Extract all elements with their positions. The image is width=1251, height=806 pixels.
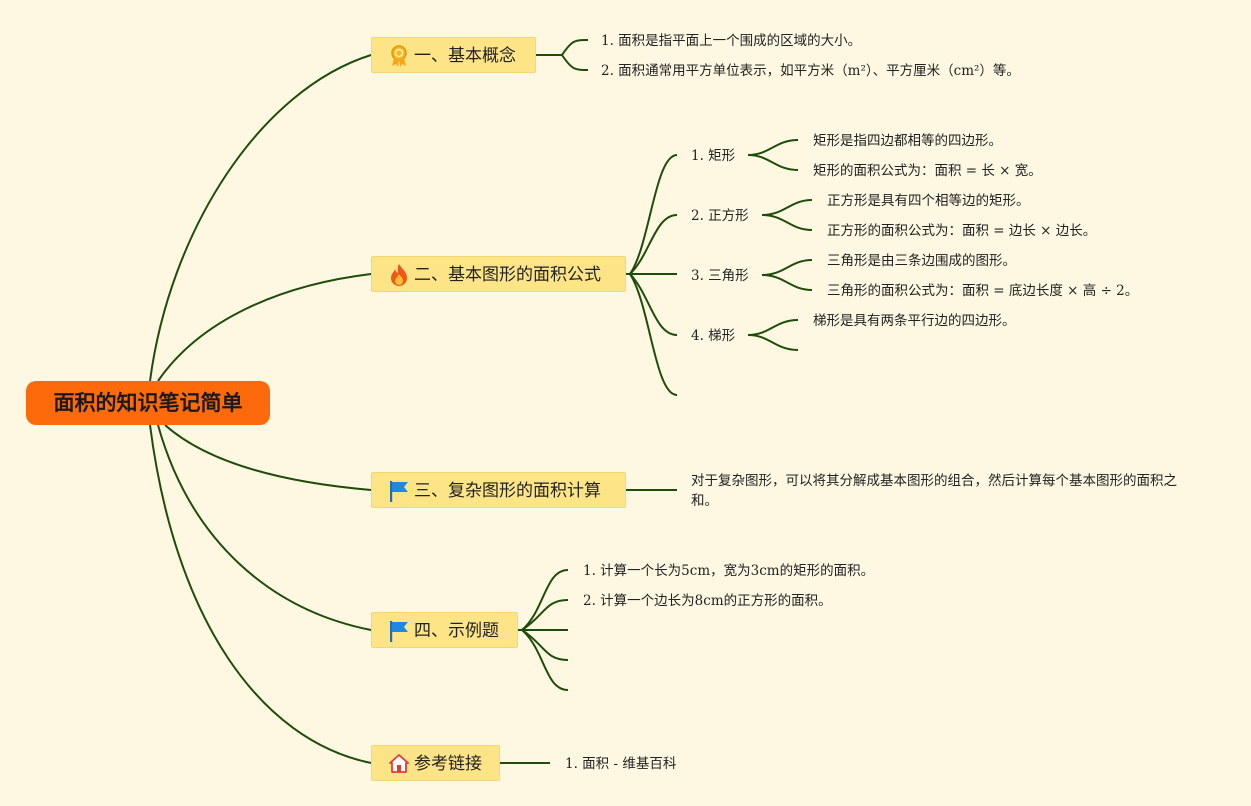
example-item[interactable]: 2. 计算一个边长为8cm的正方形的面积。 — [583, 593, 832, 609]
branch-complex-shapes[interactable]: 三、复杂图形的面积计算 — [371, 472, 626, 508]
concept-item[interactable]: 2. 面积通常用平方单位表示，如平方米（m²）、平方厘米（cm²）等。 — [601, 63, 1020, 79]
shape-triangle[interactable]: 3. 三角形 — [691, 268, 749, 284]
connector-root-b1 — [149, 54, 372, 382]
shape-detail[interactable]: 三角形的面积公式为：面积 = 底边长度 × 高 ÷ 2。 — [827, 283, 1139, 299]
complex-shape-explanation[interactable]: 对于复杂图形，可以将其分解成基本图形的组合，然后计算每个基本图形的面积之和。 — [691, 473, 1177, 509]
house-icon — [389, 754, 409, 773]
branch-examples[interactable]: 四、示例题 — [371, 612, 518, 648]
shape-detail[interactable]: 矩形是指四边都相等的四边形。 — [813, 133, 1002, 149]
connector-root-b3 — [164, 424, 372, 491]
connector-root-b5 — [149, 424, 372, 764]
branch-title: 二、基本图形的面积公式 — [414, 265, 601, 285]
shape-trapezoid[interactable]: 4. 梯形 — [691, 328, 736, 344]
concept-item[interactable]: 1. 面积是指平面上一个围成的区域的大小。 — [601, 33, 862, 49]
fire-icon — [391, 264, 407, 286]
branch-title: 一、基本概念 — [414, 46, 516, 66]
shape-square[interactable]: 2. 正方形 — [691, 208, 749, 224]
shape-detail[interactable]: 梯形是具有两条平行边的四边形。 — [813, 313, 1016, 329]
shape-detail[interactable]: 正方形是具有四个相等边的矩形。 — [827, 193, 1030, 209]
branch-basic-concepts[interactable]: 一、基本概念 — [371, 37, 536, 73]
branch-title: 四、示例题 — [414, 621, 499, 641]
branch-references[interactable]: 参考链接 — [371, 745, 500, 781]
blue-flag-icon — [390, 481, 408, 502]
root-topic[interactable]: 面积的知识笔记简单 — [26, 381, 270, 425]
shape-detail[interactable]: 三角形是由三条边围成的图形。 — [827, 253, 1016, 269]
blue-flag-icon — [390, 621, 408, 642]
connector-root-b4 — [157, 424, 372, 631]
connector-root-b2 — [157, 273, 372, 382]
branch-area-formulas[interactable]: 二、基本图形的面积公式 — [371, 256, 626, 292]
branch-title: 参考链接 — [414, 754, 482, 774]
ribbon-medal-icon — [391, 45, 407, 67]
example-item[interactable]: 1. 计算一个长为5cm，宽为3cm的矩形的面积。 — [583, 563, 875, 579]
shape-detail[interactable]: 正方形的面积公式为：面积 = 边长 × 边长。 — [827, 223, 1097, 239]
shape-rectangle[interactable]: 1. 矩形 — [691, 148, 736, 164]
reference-link[interactable]: 1. 面积 - 维基百科 — [565, 756, 677, 772]
shape-detail[interactable]: 矩形的面积公式为：面积 = 长 × 宽。 — [813, 163, 1042, 179]
branch-title: 三、复杂图形的面积计算 — [414, 481, 601, 501]
